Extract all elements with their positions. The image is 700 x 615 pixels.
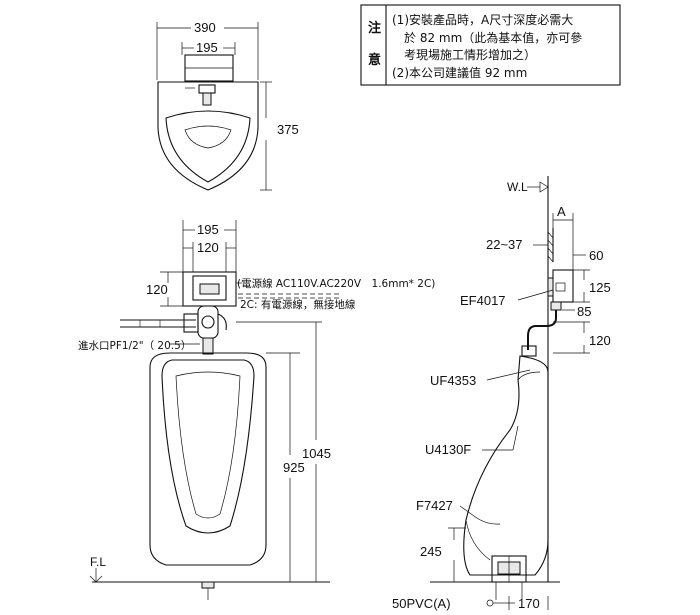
dim-925: 925: [283, 460, 305, 475]
dim-375: 375: [277, 122, 299, 137]
dim-22-37: 22~37: [486, 237, 523, 252]
front-view: 195 120 120 (電源線 AC110V.AC220V 1.6mm* 2C…: [78, 220, 435, 600]
power-cable-note: (電源線 AC110V.AC220V 1.6mm* 2C): [237, 277, 435, 290]
dim-195-front: 195: [197, 222, 219, 237]
dim-245: 245: [420, 544, 442, 559]
dim-120-side: 120: [589, 333, 611, 348]
part-ef4017: EF4017: [460, 293, 506, 308]
side-view: W.L A 22~37 60 125 EF4017: [392, 176, 611, 611]
floor-label: F.L: [90, 555, 106, 569]
dim-195-top: 195: [196, 40, 218, 55]
dim-170: 170: [518, 596, 540, 611]
note-line-1: (1)安裝產品時，A尺寸深度必需大: [392, 12, 573, 27]
wall-label: W.L: [507, 180, 528, 194]
notes-header-bottom: 意: [368, 52, 381, 68]
dim-A: A: [557, 204, 566, 219]
dim-125: 125: [589, 280, 611, 295]
notes-box: 注 意 (1)安裝產品時，A尺寸深度必需大 於 82 mm（此為基本值，亦可參 …: [360, 4, 621, 86]
note-line-2: 於 82 mm（此為基本值，亦可參: [404, 30, 582, 45]
dim-390: 390: [194, 20, 216, 35]
part-f7427: F7427: [416, 498, 453, 513]
part-u4130f: U4130F: [425, 442, 471, 457]
dim-60: 60: [589, 248, 603, 263]
ground-note: 2C: 有電源線，無接地線: [240, 298, 356, 311]
dim-85: 85: [577, 304, 591, 319]
dim-1045: 1045: [302, 446, 331, 461]
top-view: 390 195 375: [156, 20, 299, 191]
part-uf4353: UF4353: [430, 373, 476, 388]
inlet-label: 進水口PF1/2"（ 20.5）: [78, 340, 191, 352]
notes-header-top: 注: [368, 20, 381, 36]
dim-120-front: 120: [197, 240, 219, 255]
note-line-4: (2)本公司建議值 92 mm: [392, 65, 527, 80]
part-drain: 50PVC(A): [392, 596, 451, 611]
dim-120-height: 120: [146, 282, 168, 297]
note-line-3: 考現場施工情形增加之）: [404, 48, 536, 62]
